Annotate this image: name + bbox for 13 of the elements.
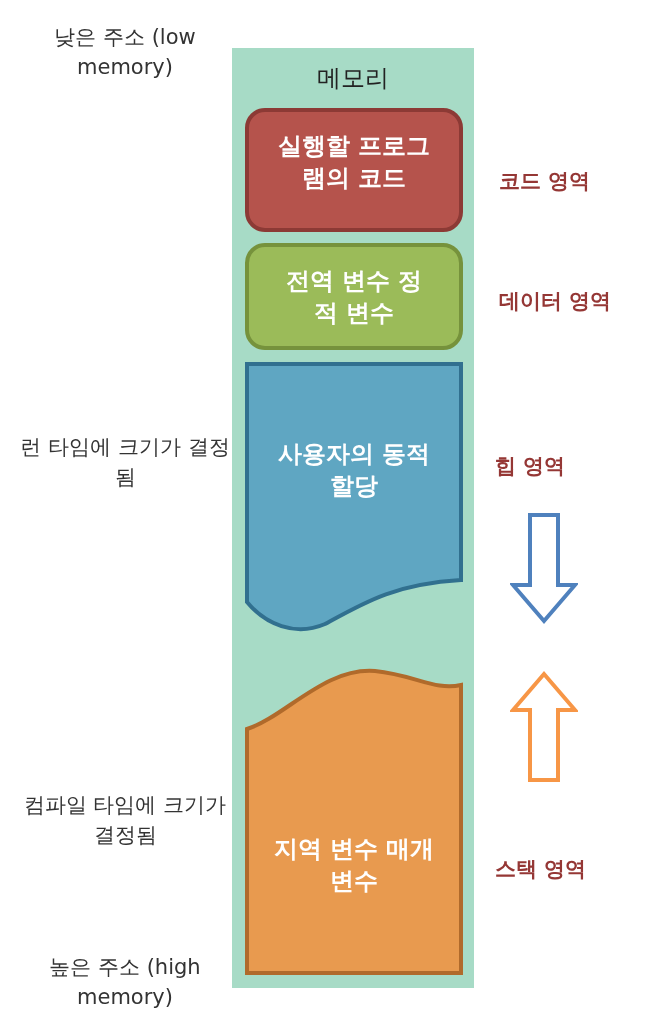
box-label: 실행할 프로그램의 코드 [276,131,432,194]
side-note: 낮은 주소 (low memory) [53,24,197,81]
region-label: 힙 영역 [495,453,566,480]
side-note: 높은 주소 (high memory) [48,954,202,1011]
box-label: 지역 변수 매개변수 [272,834,436,897]
column-title: 메모리 [316,63,390,94]
region-label: 코드 영역 [499,168,591,195]
box-label: 전역 변수 정적 변수 [284,266,424,329]
side-note: 런 타임에 크기가 결정됨 [20,434,230,491]
side-note: 컴파일 타임에 크기가 결정됨 [22,792,228,849]
box-label: 사용자의 동적 할당 [276,439,432,502]
region-label: 스택 영역 [495,856,587,883]
region-label: 데이터 영역 [499,288,612,315]
